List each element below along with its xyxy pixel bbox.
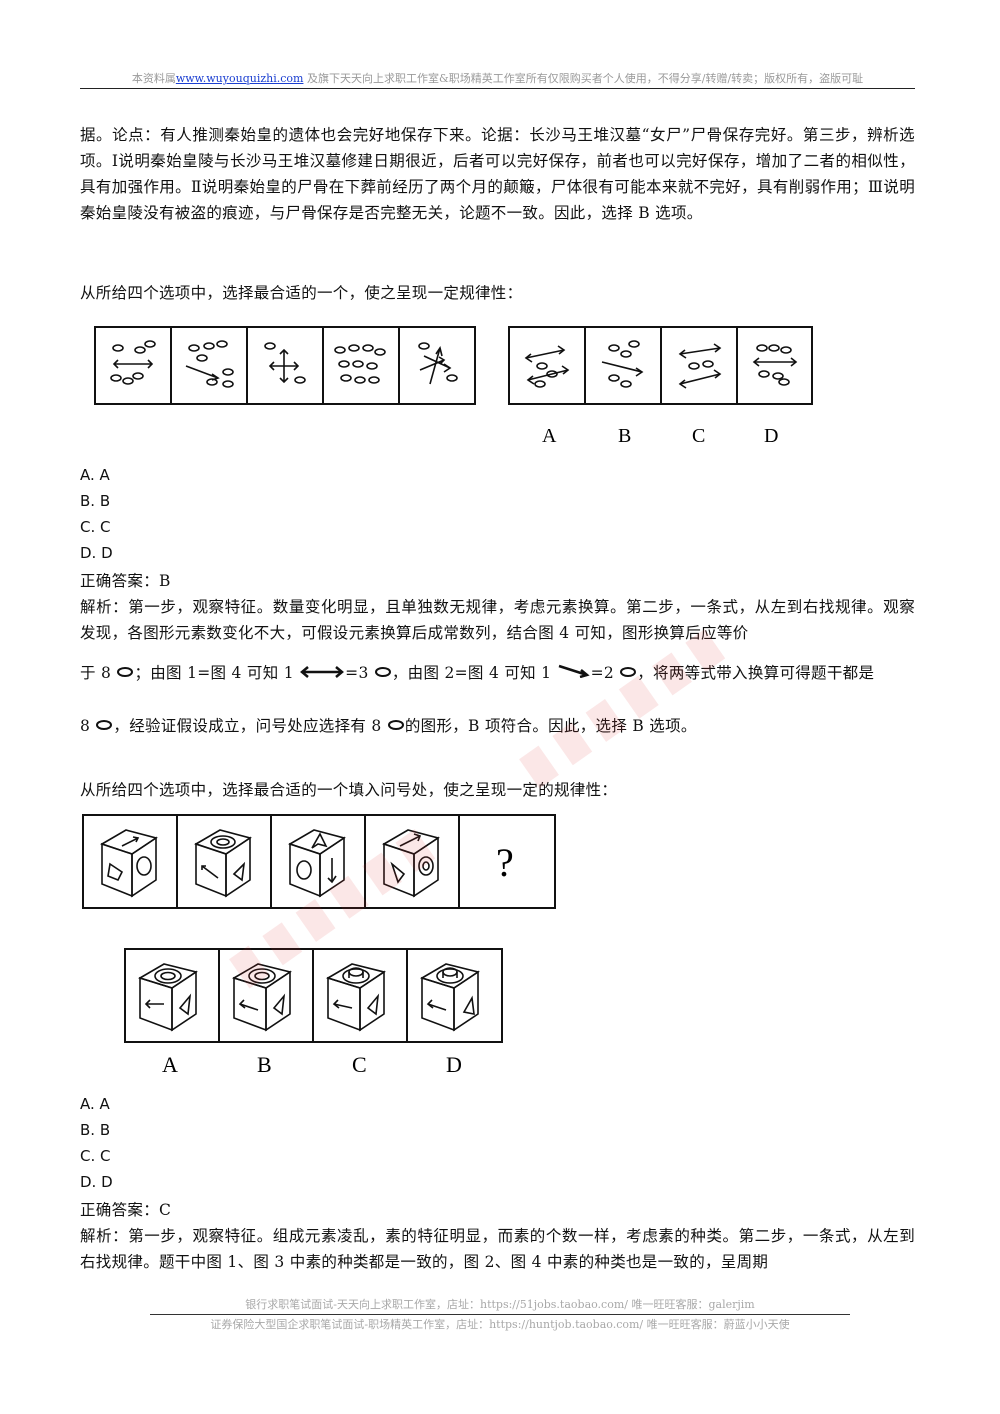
q2-analysis-3: 8 ，经验证假设成立，问号处应选择有 8 的图形，B 项符合。因此，选择 B 选… [80,713,915,739]
page-header: 本资料属www.wuyouquizhi.com 及旗下天天向上求职工作室&职场精… [80,70,915,86]
q3-prompt: 从所给四个选项中，选择最合适的一个填入问号处，使之呈现一定的规律性： [80,781,618,799]
q2-option-c[interactable]: C. C [80,518,111,536]
q2-option-a[interactable]: A. A [80,466,110,484]
q2-option-letter-b: B [618,425,631,447]
q3-question-svg: ? [82,814,556,909]
q3-option-d[interactable]: D. D [80,1173,113,1191]
header-prefix: 本资料属 [131,72,176,85]
oval-element-icon [117,667,134,677]
q2-analysis-2b: ；由图 1=图 4 可知 1 [134,664,294,682]
footer-line-1: 银行求职笔试面试-天天向上求职工作室，店址：https://51jobs.tao… [245,1298,755,1311]
q2-option-d[interactable]: D. D [80,544,113,562]
q3-option-letter-c: C [352,1052,367,1077]
footer-rule [150,1314,850,1315]
q3-question-mark: ? [496,840,514,885]
q2-analysis-2: 于 8 ；由图 1=图 4 可知 1 =3 ，由图 2=图 4 可知 1 =2 … [80,660,915,686]
q2-analysis-2a: 于 8 [80,664,112,682]
q3-option-c[interactable]: C. C [80,1147,111,1165]
q2-option-letter-a: A [542,425,557,447]
oval-element-icon [387,720,404,730]
q2-analysis-2d: ，由图 2=图 4 可知 1 [391,664,552,682]
oval-element-icon [374,667,391,677]
q3-option-letter-d: D [446,1052,462,1077]
watermark: █ █ █ █ █ █ [520,628,729,789]
q2-analysis-2c: =3 [345,664,369,682]
q2-analysis-1: 解析：第一步，观察特征。数量变化明显，且单独数无规律，考虑元素换算。第二步，一条… [80,598,915,642]
oval-element-icon [96,720,113,730]
q3-option-letter-a: A [162,1052,178,1077]
q3-option-a[interactable]: A. A [80,1095,110,1113]
q3-option-b[interactable]: B. B [80,1121,111,1139]
q2-prompt: 从所给四个选项中，选择最合适的一个，使之呈现一定规律性： [80,284,523,302]
header-link[interactable]: www.wuyouquizhi.com [175,72,304,85]
q3-options-svg: A B C D [124,948,503,1077]
header-rule [80,88,915,89]
q2-analysis-2f: ，将两等式带入换算可得题干都是 [637,664,875,682]
q2-option-letter-c: C [692,425,705,447]
q3-options-figure: A B C D [124,948,504,1082]
q2-answer: 正确答案：B [80,572,171,590]
single-arrow-icon [558,664,590,679]
q3-option-letter-b: B [257,1052,272,1077]
q2-analysis-3c: 的图形，B 项符合。因此，选择 B 选项。 [404,717,697,735]
q2-option-b[interactable]: B. B [80,492,111,510]
double-arrow-icon [300,666,345,678]
oval-element-icon [620,667,637,677]
header-suffix: 及旗下天天向上求职工作室&职场精英工作室所有仅限购买者个人使用，不得分享/转赠/… [306,72,864,85]
footer-line-2: 证券保险大型国企求职笔试面试-职场精英工作室，店址：https://huntjo… [210,1318,790,1331]
q2-option-letter-d: D [764,425,778,447]
q3-answer: 正确答案：C [80,1201,172,1219]
q3-analysis: 解析：第一步，观察特征。组成元素凌乱，素的特征明显，而素的个数一样，考虑素的种类… [80,1227,915,1271]
q2-figure: A B C D [94,326,824,455]
q2-figure-svg: A B C D [94,326,813,447]
q2-analysis-2e: =2 [590,664,615,682]
q1-explanation: 据。论点：有人推测秦始皇的遗体也会完好地保存下来。论据：长沙马王堆汉墓“女尸”尸… [80,126,915,222]
q2-analysis-3b: ，经验证假设成立，问号处应选择有 8 [113,717,382,735]
q2-analysis-3a: 8 [80,717,91,735]
q3-question-figure: ? [82,814,558,916]
